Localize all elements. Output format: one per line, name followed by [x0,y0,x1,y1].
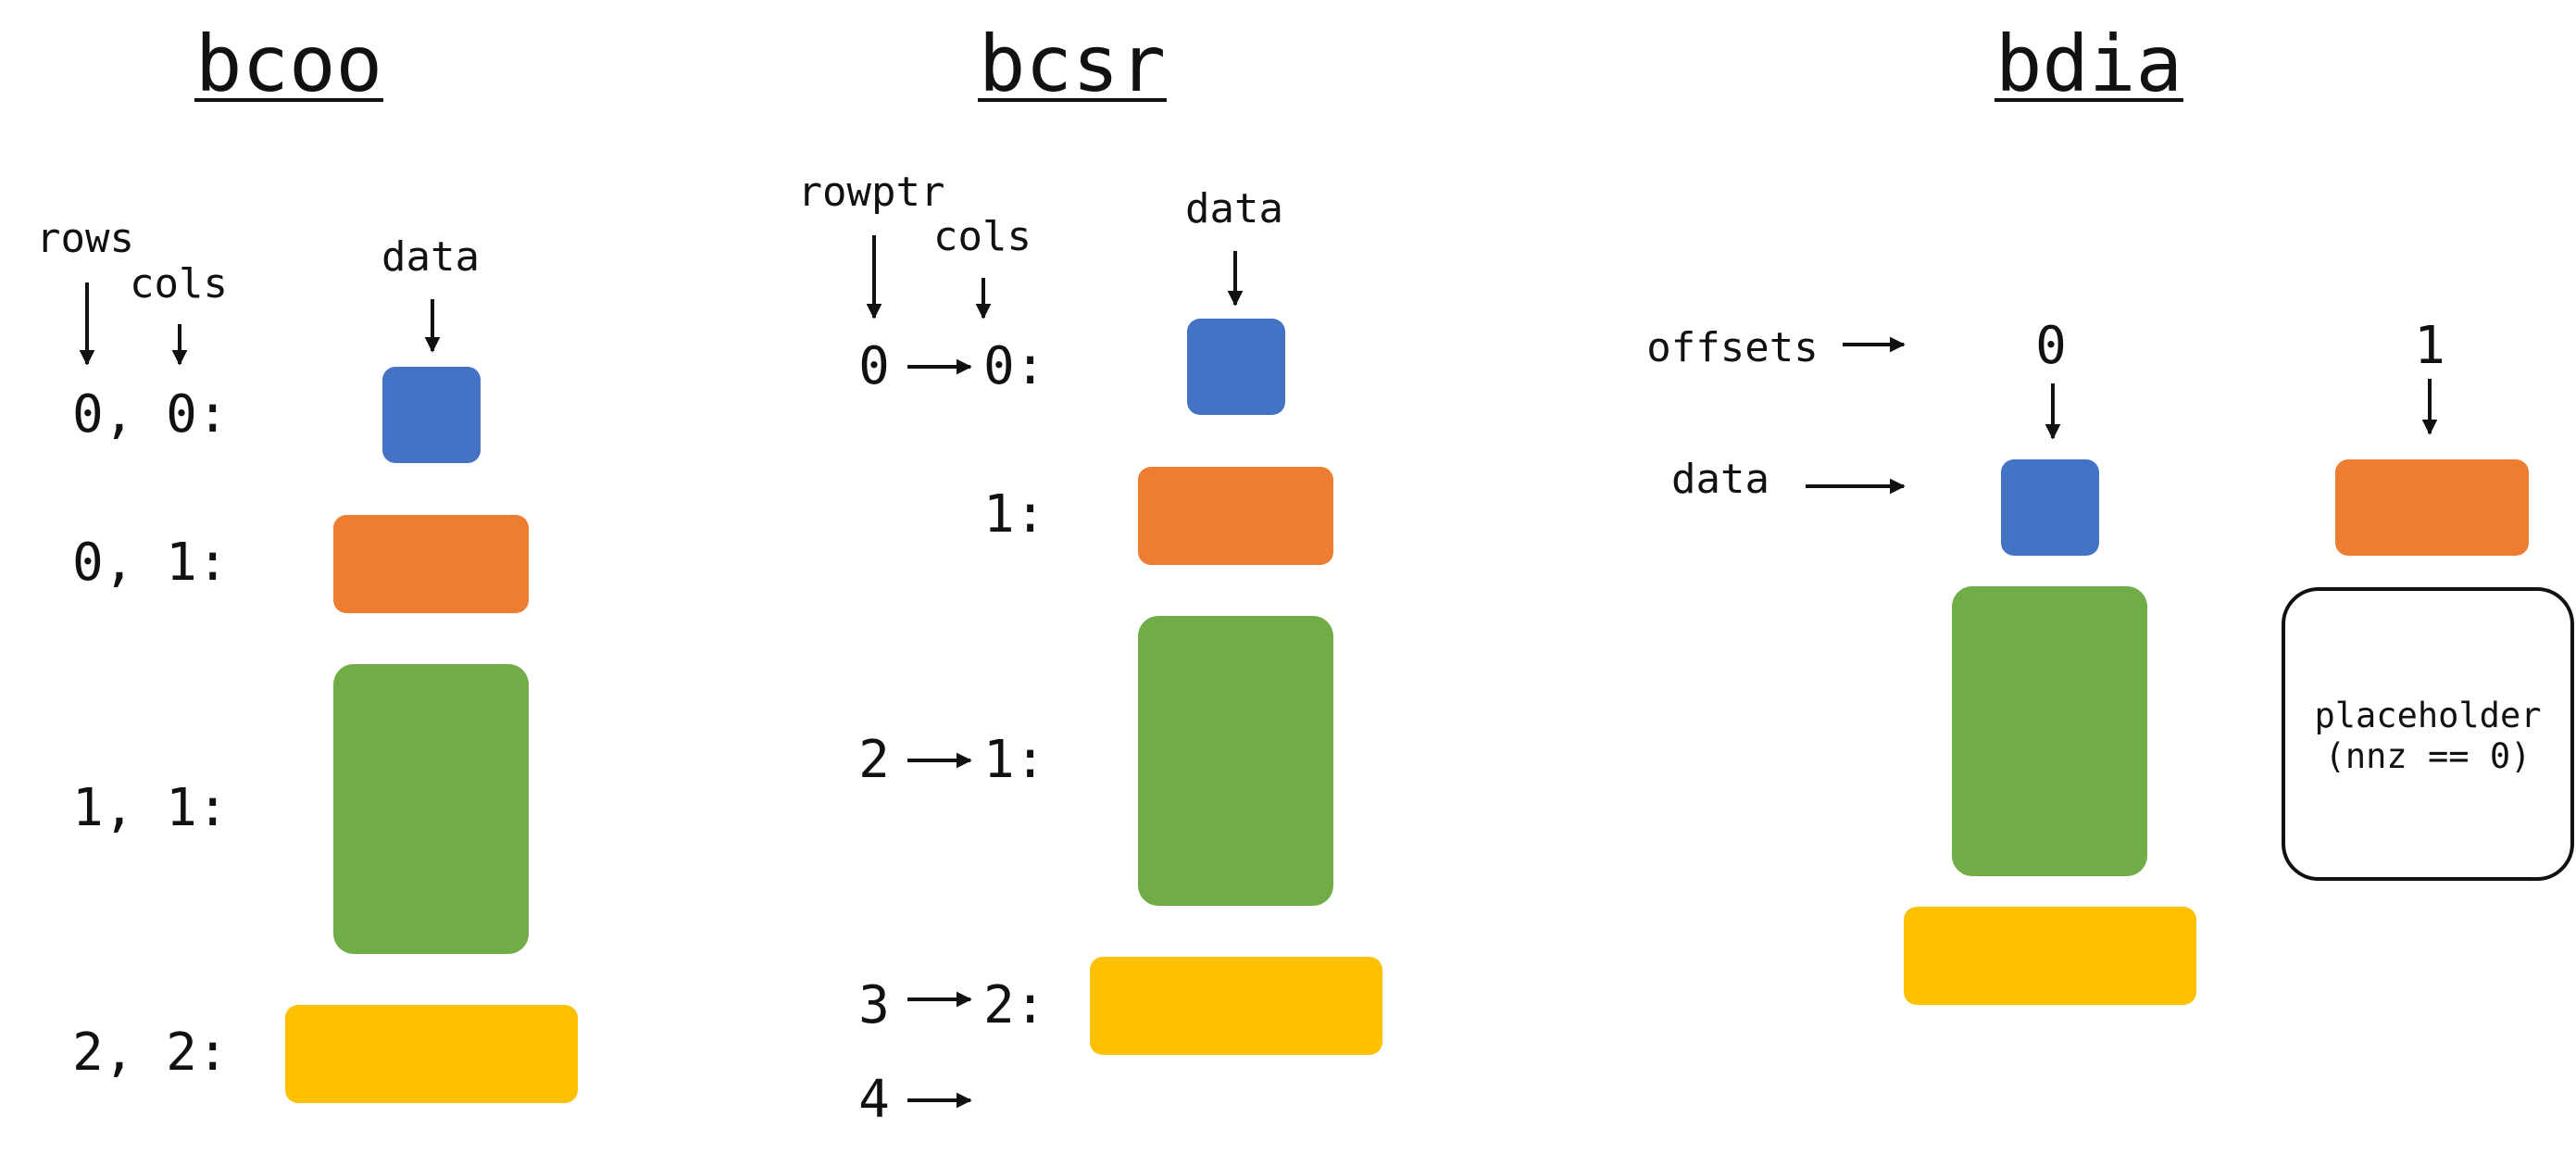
bcoo-title: bcoo [195,19,382,109]
bdia-offset-1: 1 [2414,316,2445,376]
bcsr-col-1b: 1: [983,730,1045,790]
bcsr-col-2: 2: [983,975,1045,1035]
bcsr-col-1a: 1: [983,484,1045,545]
bcsr-col-0: 0: [983,336,1045,396]
bcsr-rowptr-0: 0 [858,336,890,396]
bcoo-cols-label: cols [130,260,228,307]
bcsr-rowptr-3: 3 [858,975,890,1035]
bcoo-panel: bcoo rows cols data 0, 0: 0, 1: 1, 1: 2,… [36,19,578,1103]
bcsr-block-blue [1187,319,1285,415]
bcoo-entry-1-1: 1, 1: [72,778,229,838]
bdia-panel: bdia offsets data 0 1 placeholder (nnz =… [1646,19,2574,1005]
bcoo-block-blue [382,367,481,463]
bdia-block-blue [2001,459,2099,556]
bdia-block-orange [2335,459,2529,556]
bcsr-rowptr-4: 4 [858,1070,890,1130]
bcsr-data-label: data [1185,185,1283,232]
bcoo-block-green [333,664,529,954]
bcsr-cols-label: cols [933,213,1032,260]
bdia-placeholder-box [2282,587,2574,881]
bcoo-block-orange [333,515,529,613]
bcoo-entry-2-2: 2, 2: [72,1023,229,1083]
bdia-title: bdia [1995,19,2182,109]
bcsr-title: bcsr [979,19,1166,109]
bcsr-rowptr-2: 2 [858,730,890,790]
bcoo-entry-0-1: 0, 1: [72,533,229,593]
bcsr-rowptr-label: rowptr [798,169,945,216]
bcoo-block-yellow [285,1005,578,1103]
bdia-data-label: data [1671,456,1769,503]
bcoo-rows-label: rows [36,215,134,262]
bcoo-data-label: data [381,233,480,281]
bcoo-entry-0-0: 0, 0: [72,384,229,445]
bcsr-block-yellow [1090,957,1382,1055]
bdia-placeholder-line1: placeholder [2314,696,2541,735]
bcsr-panel: bcsr rowptr cols data 0 2 3 4 0: 1: 1: 2… [798,19,1382,1130]
bdia-block-green [1952,586,2147,876]
bcsr-block-green [1138,616,1333,906]
bdia-offsets-label: offsets [1646,324,1818,371]
bdia-block-yellow [1904,907,2196,1005]
bdia-offset-0: 0 [2035,316,2067,376]
bcsr-block-orange [1138,467,1333,565]
bdia-placeholder-line2: (nnz == 0) [2325,736,2532,776]
